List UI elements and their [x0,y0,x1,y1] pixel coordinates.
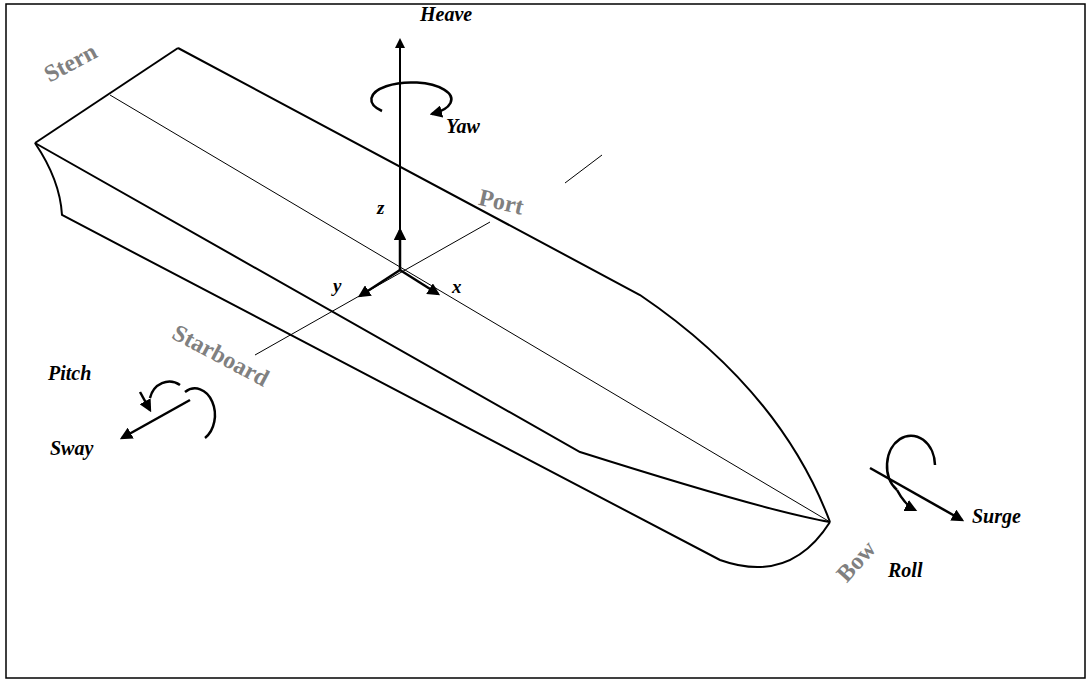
side-label: Starboard [169,320,273,391]
dof-label: Pitch [48,363,91,383]
dof-label: Surge [972,506,1021,526]
dof-label: Roll [888,560,922,580]
side-label: Stern [40,39,101,86]
side-label: Port [477,185,527,219]
axis-letter: z [377,198,384,217]
dof-label: Heave [420,4,472,24]
axis-letter: x [452,277,462,296]
axis-letter: y [333,276,341,295]
side-label: Bow [832,536,880,586]
dof-label: Sway [50,438,93,458]
dof-label: Yaw [446,116,480,136]
